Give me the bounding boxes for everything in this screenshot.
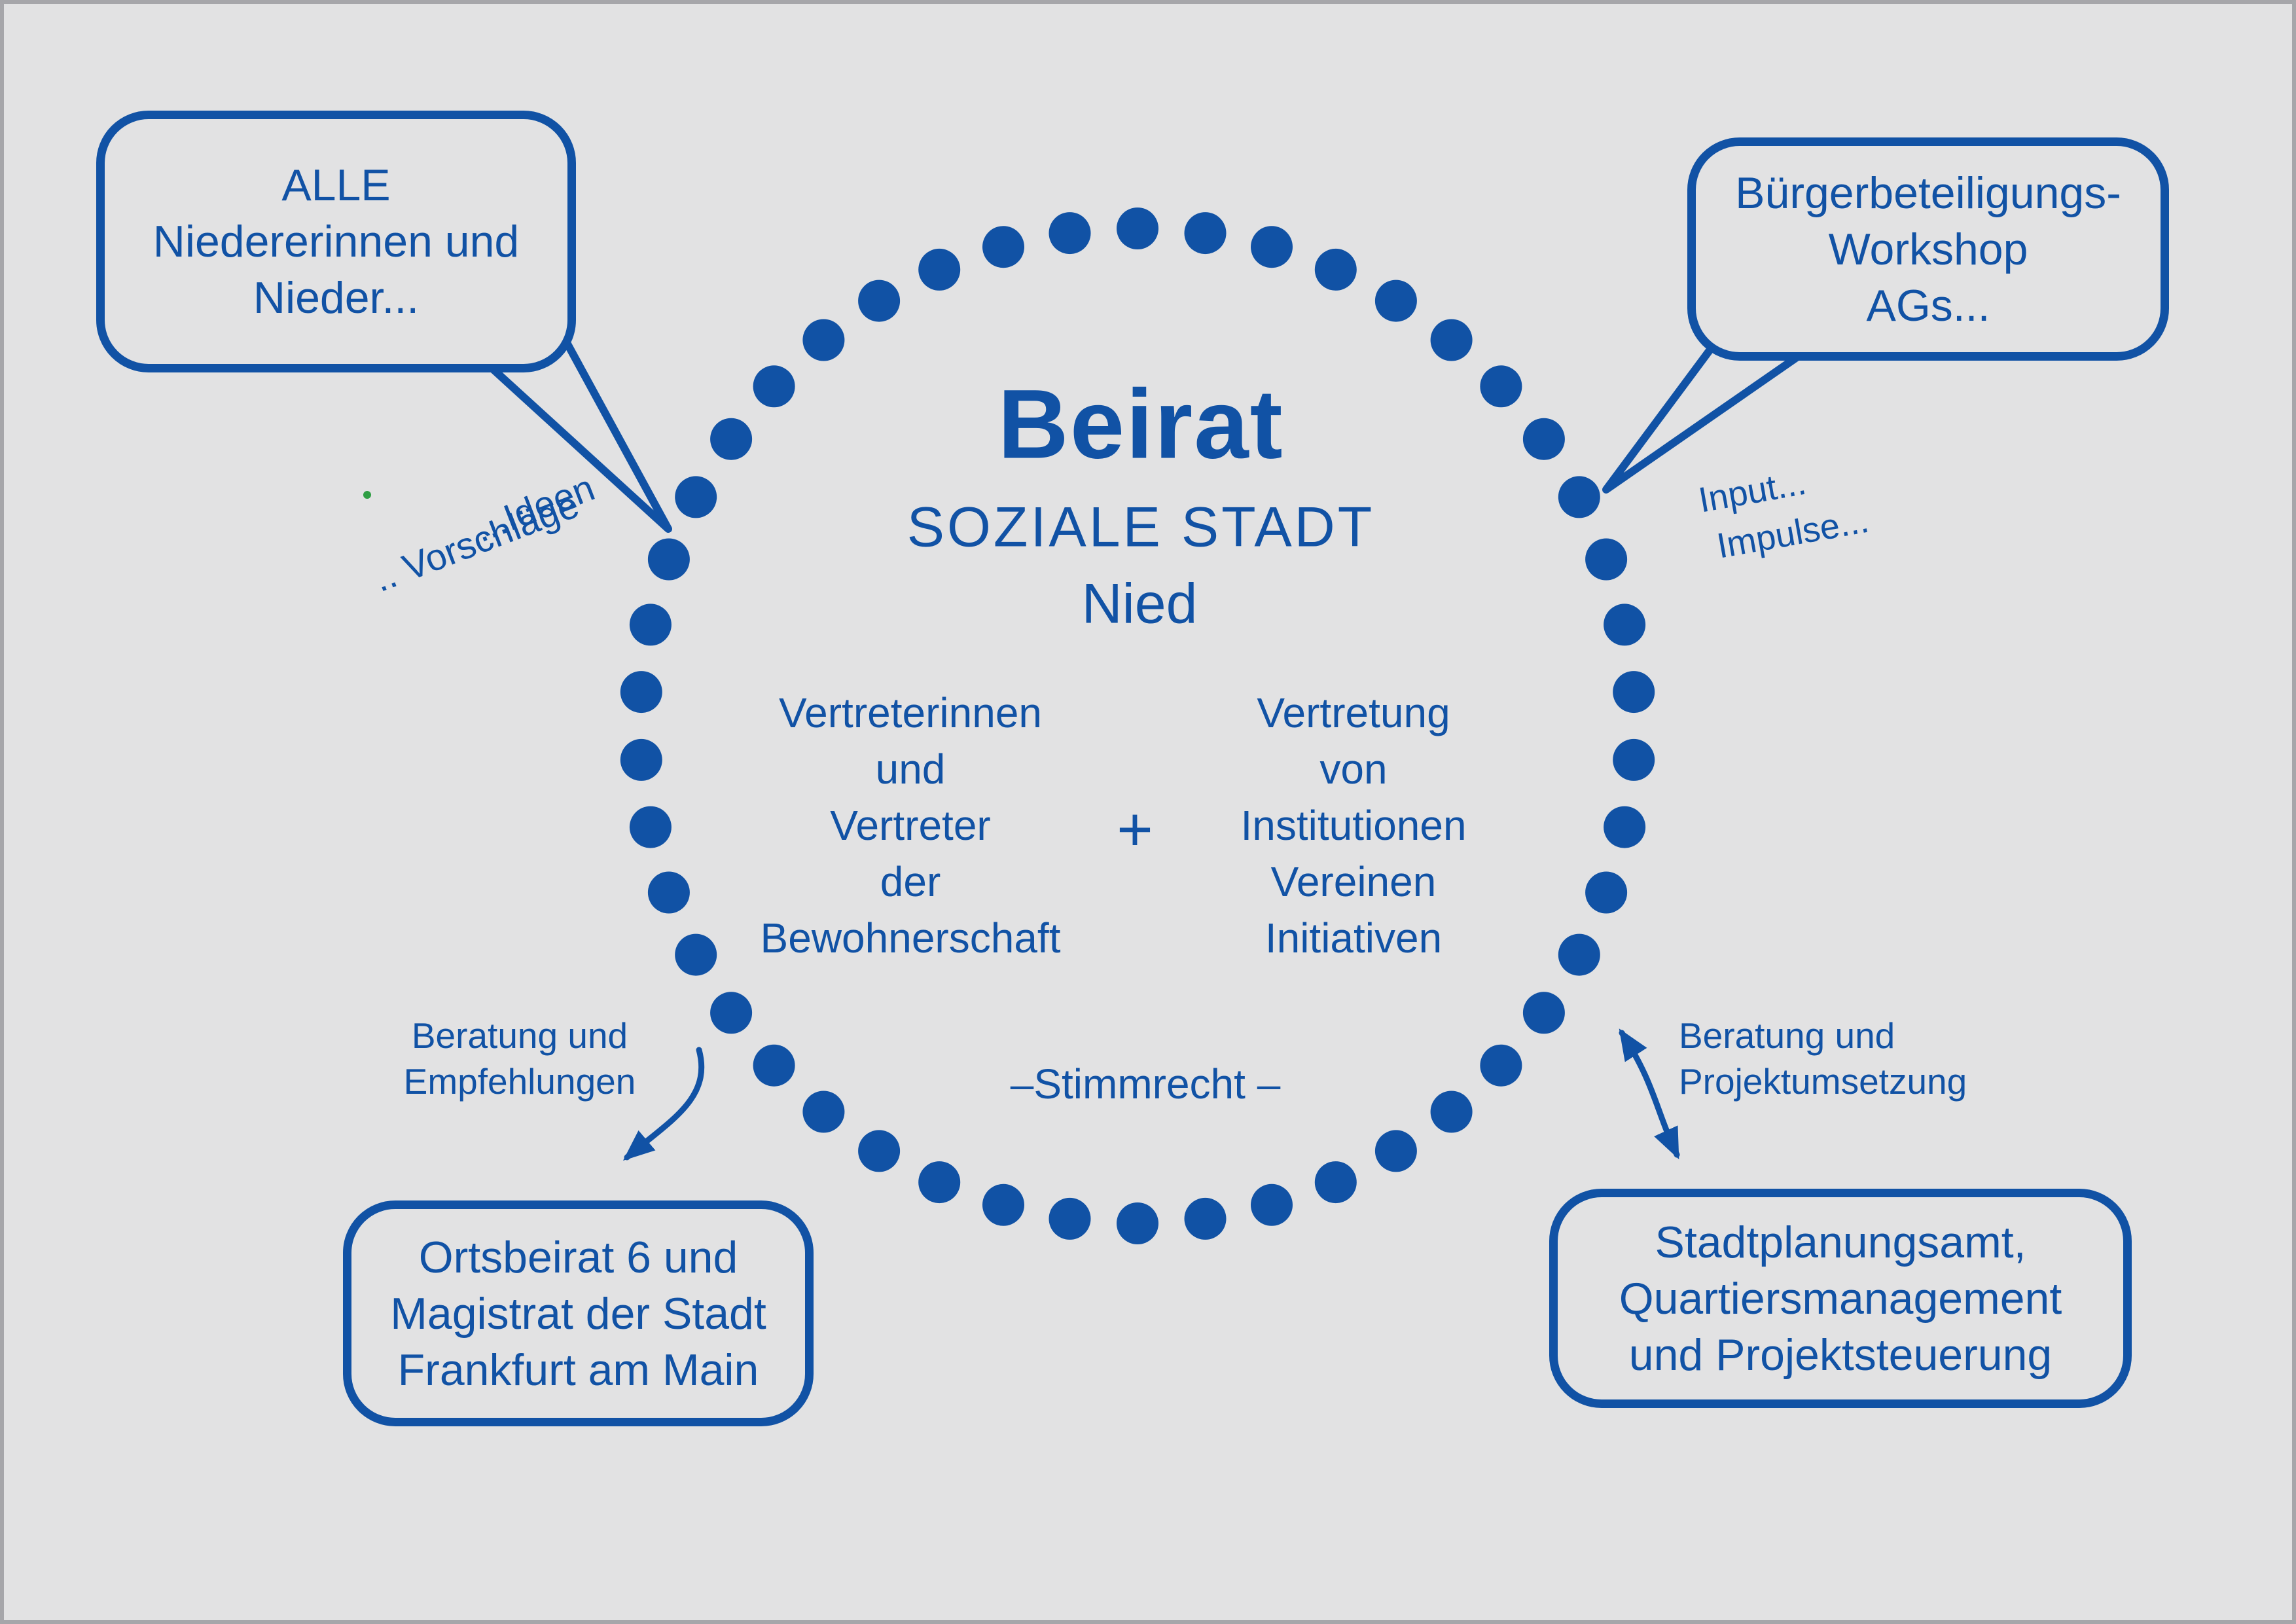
- left-column-line: Vertreterinnen: [778, 689, 1043, 736]
- right-column-line: Vertretung: [1257, 689, 1450, 736]
- ring-dot: [1522, 418, 1565, 460]
- ring-dot: [1184, 212, 1227, 255]
- label-beratung-projekt: Beratung und Projektumsetzung: [1679, 1013, 1967, 1104]
- ring-dot: [918, 1161, 961, 1204]
- ring-dot: [1613, 671, 1655, 713]
- ring-dot: [1314, 1161, 1357, 1204]
- arrow-beratung-projekt: [1619, 1028, 1680, 1160]
- plus-sign: +: [1117, 795, 1153, 865]
- label-line: Projektumsetzung: [1679, 1061, 1967, 1102]
- ring-dot: [1314, 248, 1357, 291]
- ring-dot: [1558, 933, 1600, 976]
- bubble-line: Nieder...: [253, 273, 420, 323]
- ring-dot: [982, 226, 1024, 268]
- ring-dot: [858, 280, 901, 322]
- green-mark: [363, 491, 371, 499]
- ring-dot: [982, 1183, 1024, 1226]
- ring-dot: [858, 1130, 901, 1172]
- left-column-line: Bewohnerschaft: [760, 914, 1061, 962]
- diagram-shapes: [458, 208, 1867, 1244]
- ring-dot: [710, 992, 753, 1034]
- ring-dot: [620, 671, 662, 713]
- box-line: Stadtplanungsamt,: [1655, 1217, 2026, 1267]
- left-column-line: der: [880, 858, 941, 905]
- right-column: Vertretung von Institutionen Vereinen In…: [1240, 685, 1466, 966]
- stimmrecht-note: –Stimmrecht –: [1010, 1060, 1281, 1108]
- label-line: Empfehlungen: [403, 1061, 636, 1102]
- label-beratung-empfehlungen: Beratung und Empfehlungen: [404, 1013, 636, 1104]
- right-column-line: Vereinen: [1270, 858, 1437, 905]
- box-line: Frankfurt am Main: [397, 1344, 759, 1395]
- ring-dot: [675, 476, 717, 518]
- left-column-line: und: [875, 746, 946, 793]
- right-column-line: Institutionen: [1240, 802, 1467, 849]
- ring-dot: [620, 738, 662, 781]
- ring-dot: [753, 1044, 795, 1087]
- bubble-line: Bürgerbeteiligungs-: [1735, 168, 2121, 218]
- ring-dot: [802, 1091, 845, 1133]
- ring-dot: [1522, 992, 1565, 1034]
- ring-dot: [1480, 365, 1522, 408]
- ring-dot: [647, 538, 690, 581]
- ring-dot: [802, 319, 845, 361]
- circle-subtitle: SOZIALE STADT: [906, 496, 1375, 559]
- ring-dot: [1558, 476, 1600, 518]
- ring-dot: [1613, 738, 1655, 781]
- box-ortsbeirat: Ortsbeirat 6 und Magistrat der Stadt Fra…: [343, 1200, 814, 1426]
- label-line: Beratung und: [1679, 1015, 1895, 1056]
- right-column-line: von: [1319, 746, 1388, 793]
- ring-dot: [1430, 319, 1473, 361]
- ring-dot: [1430, 1091, 1473, 1133]
- ring-dot: [1374, 280, 1417, 322]
- ring-dot: [1184, 1197, 1227, 1240]
- box-line: Ortsbeirat 6 und: [418, 1232, 738, 1282]
- box-line: Magistrat der Stadt: [390, 1288, 766, 1339]
- right-column-line: Initiativen: [1265, 914, 1443, 962]
- ring-dot: [1117, 208, 1158, 249]
- left-column: Vertreterinnen und Vertreter der Bewohne…: [761, 685, 1061, 966]
- box-line: Quartiersmanagement: [1619, 1273, 2062, 1324]
- ring-dot: [1480, 1044, 1522, 1087]
- bubble-line: Niedererinnen und: [152, 217, 520, 266]
- ring-dot: [1374, 1130, 1417, 1172]
- speech-bubble-top-left: ALLE Niedererinnen und Nieder...: [96, 111, 576, 372]
- ring-dot: [710, 418, 753, 460]
- left-column-line: Vertreter: [830, 802, 991, 849]
- bubble-line: Workshop: [1828, 224, 2028, 274]
- ring-dot: [629, 604, 672, 646]
- circle-title: Beirat: [997, 369, 1284, 479]
- ring-dot: [1049, 212, 1091, 255]
- label-line: Beratung und: [411, 1015, 628, 1056]
- ring-dot: [1251, 1183, 1293, 1226]
- bubble-line: AGs...: [1866, 280, 1990, 331]
- dot-ring: [620, 208, 1655, 1244]
- ring-dot: [1604, 806, 1646, 848]
- ring-dot: [629, 806, 672, 848]
- ring-dot: [647, 871, 690, 914]
- ring-dot: [675, 933, 717, 976]
- ring-dot: [1049, 1197, 1091, 1240]
- ring-dot: [753, 365, 795, 408]
- ring-dot: [1117, 1202, 1158, 1244]
- box-line: und Projektsteuerung: [1628, 1329, 2053, 1380]
- arrow-beratung-empfehlungen: [622, 1047, 705, 1161]
- ring-dot: [918, 248, 961, 291]
- bubble-line: ALLE: [281, 160, 391, 210]
- ring-dot: [1585, 538, 1628, 581]
- ring-dot: [1251, 226, 1293, 268]
- speech-bubble-top-right: Bürgerbeteiligungs- Workshop AGs...: [1687, 137, 2169, 361]
- box-stadtplanungsamt: Stadtplanungsamt, Quartiersmanagement un…: [1549, 1189, 2132, 1408]
- ring-dot: [1604, 604, 1646, 646]
- ring-dot: [1585, 871, 1628, 914]
- circle-subtitle2: Nied: [1081, 572, 1198, 636]
